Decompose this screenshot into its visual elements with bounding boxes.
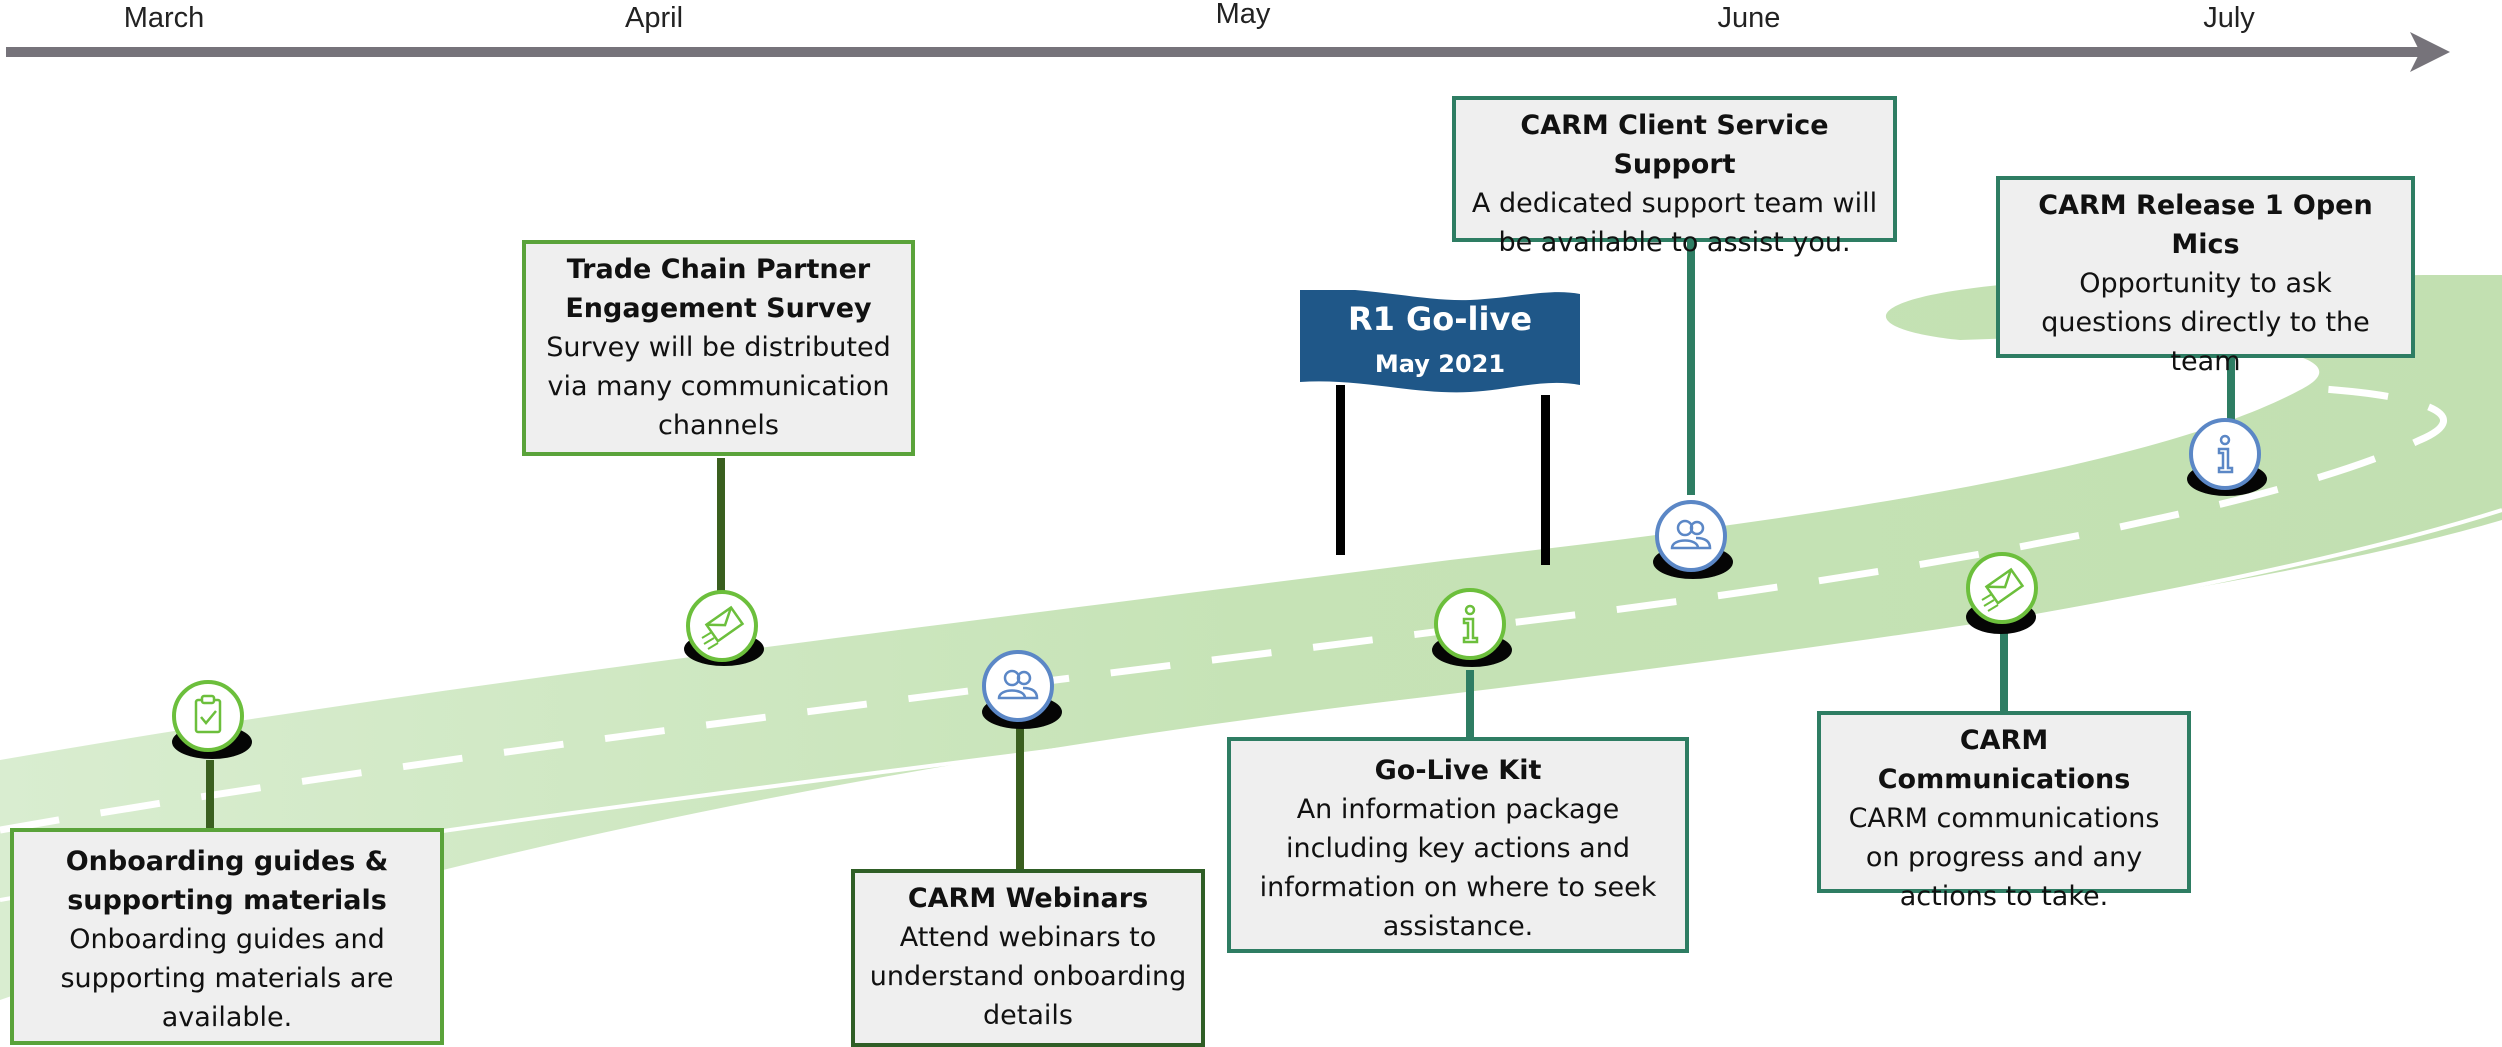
stem-webinars xyxy=(1016,720,1024,870)
sign-post-left xyxy=(1336,385,1345,555)
stem-communications xyxy=(2000,620,2008,715)
stem-golive-kit xyxy=(1466,670,1474,740)
card-golive-kit: Go-Live Kit An information package inclu… xyxy=(1227,737,1689,953)
road-center-dashes xyxy=(0,343,2447,834)
card-title: Go-Live Kit xyxy=(1374,755,1542,786)
card-title: Trade Chain Partner Engagement Survey xyxy=(565,254,872,324)
sign-title: R1 Go-live xyxy=(1347,300,1533,338)
sign-banner xyxy=(1300,290,1580,393)
card-body: Survey will be distributed via many comm… xyxy=(546,332,891,441)
card-client-service-support: CARM Client Service Support A dedicated … xyxy=(1452,96,1897,258)
card-communications: CARM Communications CARM communications … xyxy=(1817,711,2191,912)
month-june: June xyxy=(1717,2,1781,34)
card-title: CARM Webinars xyxy=(907,883,1149,914)
card-title: CARM Communications xyxy=(1877,725,2131,795)
card-open-mics: CARM Release 1 Open Mics Opportunity to … xyxy=(1996,176,2415,377)
info-icon xyxy=(1434,588,1506,660)
card-title: CARM Release 1 Open Mics xyxy=(2038,190,2373,260)
card-body: An information package including key act… xyxy=(1259,794,1657,942)
go-live-sign xyxy=(1300,290,1580,565)
month-march: March xyxy=(123,2,205,34)
people-icon xyxy=(982,650,1054,722)
clipboard-check-icon xyxy=(172,680,244,752)
stem-open-mics xyxy=(2227,355,2235,425)
card-body: Opportunity to ask questions directly to… xyxy=(2041,268,2370,377)
card-engagement-survey: Trade Chain Partner Engagement Survey Su… xyxy=(522,240,915,456)
card-body: A dedicated support team will be availab… xyxy=(1471,188,1878,258)
card-body: CARM communications on progress and any … xyxy=(1848,803,2160,912)
envelope-send-icon xyxy=(686,590,758,662)
card-body: Onboarding guides and supporting materia… xyxy=(60,924,394,1033)
stem-onboarding xyxy=(206,760,214,830)
road-surface xyxy=(0,275,2502,1000)
timeline-arrow-head xyxy=(2410,32,2450,72)
people-icon xyxy=(1655,500,1727,572)
sign-post-right xyxy=(1541,395,1550,565)
card-webinars: CARM Webinars Attend webinars to underst… xyxy=(851,869,1205,1047)
month-may: May xyxy=(1215,0,1271,30)
card-onboarding-guides: Onboarding guides & supporting materials… xyxy=(10,828,444,1045)
stem-client-support xyxy=(1687,240,1695,495)
card-title: CARM Client Service Support xyxy=(1520,110,1829,180)
card-title: Onboarding guides & supporting materials xyxy=(65,846,389,916)
info-icon xyxy=(2189,418,2261,490)
envelope-send-icon xyxy=(1966,552,2038,624)
month-april: April xyxy=(624,2,684,34)
stem-survey xyxy=(717,458,725,618)
card-body: Attend webinars to understand onboarding… xyxy=(869,922,1187,1031)
sign-subtitle: May 2021 xyxy=(1374,350,1506,378)
month-july: July xyxy=(2203,2,2255,34)
